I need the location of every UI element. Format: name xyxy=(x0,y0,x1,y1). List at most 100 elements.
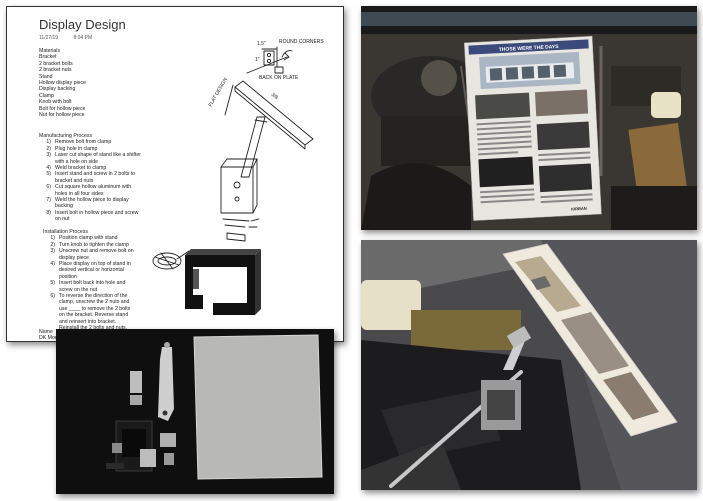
step-number: 6) xyxy=(46,184,51,191)
step-line: clamp, unscrew the 2 nuts and xyxy=(43,299,134,305)
name-section: Name DK Model XS xyxy=(39,329,71,342)
sign-footer: KIRBAN xyxy=(571,206,587,212)
step-line: 6)To reverse the direction of the xyxy=(43,293,134,299)
step-line: 5) Insert stand and screw in 2 bolts to xyxy=(39,171,141,177)
step-line: on the bracket. Reverse stand xyxy=(43,312,134,318)
material-item: Clamp xyxy=(39,92,54,99)
step-line: 7)Weld the hollow piece to display xyxy=(39,197,141,203)
step-text: Remove bolt from clamp xyxy=(55,139,112,146)
design-document: Display Design 11/27/19 8:04 PM Material… xyxy=(6,6,344,342)
material-item: Knob with bolt xyxy=(39,99,72,106)
material-item: Nut for hollow piece xyxy=(39,112,85,119)
clamp-part xyxy=(106,420,156,472)
step-text: desired vertical or horizontal xyxy=(59,267,124,274)
step-line: screw on the nut xyxy=(43,287,134,293)
clamp-sketch: ROUND CORNERS BACK ON PLATE 1.5" 1" FLAT… xyxy=(152,39,324,315)
bracket-sketch xyxy=(263,50,275,66)
manufacturing-section: Manufacturing Process 1)Remove bolt from… xyxy=(39,133,141,223)
step-text: on nut xyxy=(55,216,70,223)
step-line: with a hole on side xyxy=(39,159,141,165)
sketch-label-round-corners: ROUND CORNERS xyxy=(279,39,324,45)
sketch-dim-top: 1.5" xyxy=(257,41,266,47)
photo-mounted-display xyxy=(361,240,697,490)
name-value: DK Model XS xyxy=(39,335,71,342)
step-line: 1)Remove bolt from clamp xyxy=(39,139,141,145)
step-line: bracket and nuts xyxy=(39,178,141,184)
step-line: backing xyxy=(39,203,141,209)
step-line: 8) Insert bolt in hollow piece and screw xyxy=(39,210,141,216)
material-item: 2 bracket bolts xyxy=(39,60,73,67)
step-number: 1) xyxy=(50,235,55,242)
step-line: 2)Plug hole in clamp xyxy=(39,146,141,152)
name-label: Name xyxy=(39,329,53,335)
step-number: 3) xyxy=(46,152,51,159)
material-item: Bracket xyxy=(39,54,57,61)
step-number: 4) xyxy=(46,165,51,172)
c-clamp-sketch xyxy=(185,249,261,315)
step-text: and reinsert into bracket. xyxy=(59,318,117,325)
step-number: 2) xyxy=(50,241,55,248)
step-text: with a hole on side xyxy=(55,158,98,165)
sketch-dim-side: 1" xyxy=(255,57,260,63)
step-text: Weld the hollow piece to display xyxy=(55,197,129,204)
document-title: Display Design xyxy=(39,17,126,32)
step-number: 5) xyxy=(46,171,51,178)
materials-heading: Materials xyxy=(39,48,61,54)
step-line: position xyxy=(43,274,134,280)
step-text: use ____ to remove the 2 bolts xyxy=(59,305,131,312)
step-text: on the bracket. Reverse stand xyxy=(59,312,129,319)
step-text: Reinstall the 2 bolts and nuts. xyxy=(59,325,128,332)
step-number: 2) xyxy=(46,145,51,152)
display-plate-sketch xyxy=(234,80,314,146)
step-text: display piece xyxy=(59,254,89,261)
photo-parts xyxy=(56,329,334,494)
material-item: Stand xyxy=(39,73,53,80)
step-number: 5) xyxy=(50,280,55,287)
step-line: 4)Place display on top of stand in xyxy=(43,261,134,267)
step-text: Place display on top of stand in xyxy=(59,261,131,268)
step-line: use ____ to remove the 2 bolts xyxy=(43,306,134,312)
display-sign: THOSE WERE THE DAYS xyxy=(464,35,602,221)
step-line: 4) Weld bracket to clamp xyxy=(39,165,141,171)
step-text: position xyxy=(59,273,77,280)
installation-heading: Installation Process xyxy=(43,229,88,235)
aluminum-plate xyxy=(194,335,322,479)
step-line: and reinsert into bracket. xyxy=(43,319,134,325)
step-text: clamp, unscrew the 2 nuts and xyxy=(59,299,130,306)
step-line: 2) Turn knob to tighten the clamp xyxy=(43,242,134,248)
installation-section: Installation Process 1) Position clamp wi… xyxy=(43,229,134,332)
mounted-sign xyxy=(502,243,678,437)
material-item: Bolt for hollow piece xyxy=(39,105,86,112)
photo-engine-bay: THOSE WERE THE DAYS xyxy=(361,6,697,230)
step-line: Reinstall the 2 bolts and nuts. xyxy=(43,325,134,331)
step-line: on nut xyxy=(39,216,141,222)
step-text: bracket and nuts xyxy=(55,177,94,184)
step-line: desired vertical or horizontal xyxy=(43,267,134,273)
document-time: 8:04 PM xyxy=(73,35,93,41)
step-text: Turn knob to tighten the clamp xyxy=(59,241,129,248)
step-text: holes in all four sides xyxy=(55,190,104,197)
step-text: Insert stand and screw in 2 bolts to xyxy=(55,171,136,178)
document-meta: 11/27/19 8:04 PM xyxy=(39,35,106,41)
step-text: Position clamp with stand xyxy=(59,235,118,242)
step-text: Insert bolt back into hole and xyxy=(59,280,126,287)
step-line: holes in all four sides xyxy=(39,191,141,197)
step-text: Laser cut shape of stand like a shifter xyxy=(55,152,141,159)
step-text: Unscrew nut and remove bolt on xyxy=(59,248,134,255)
document-date: 11/27/19 xyxy=(39,35,59,41)
sketch-label-back-on-plate: BACK ON PLATE xyxy=(259,75,299,81)
step-text: Insert bolt in hollow piece and screw xyxy=(55,209,139,216)
step-text: Weld bracket to clamp xyxy=(55,165,107,172)
step-number: 3) xyxy=(50,248,55,255)
step-number xyxy=(39,216,55,222)
bracket-piece xyxy=(130,371,142,393)
material-item: 2 bracket nuts xyxy=(39,67,72,74)
material-item: Hollow display piece xyxy=(39,80,86,87)
step-text: To reverse the direction of the xyxy=(59,293,128,300)
stand-arm xyxy=(158,347,174,421)
sketch-label-flat-design: FLAT DESIGN xyxy=(208,77,230,108)
step-number: 8) xyxy=(46,209,51,216)
material-item: Display backing xyxy=(39,86,76,93)
step-line: 6)Cut square hollow aluminum with xyxy=(39,184,141,190)
